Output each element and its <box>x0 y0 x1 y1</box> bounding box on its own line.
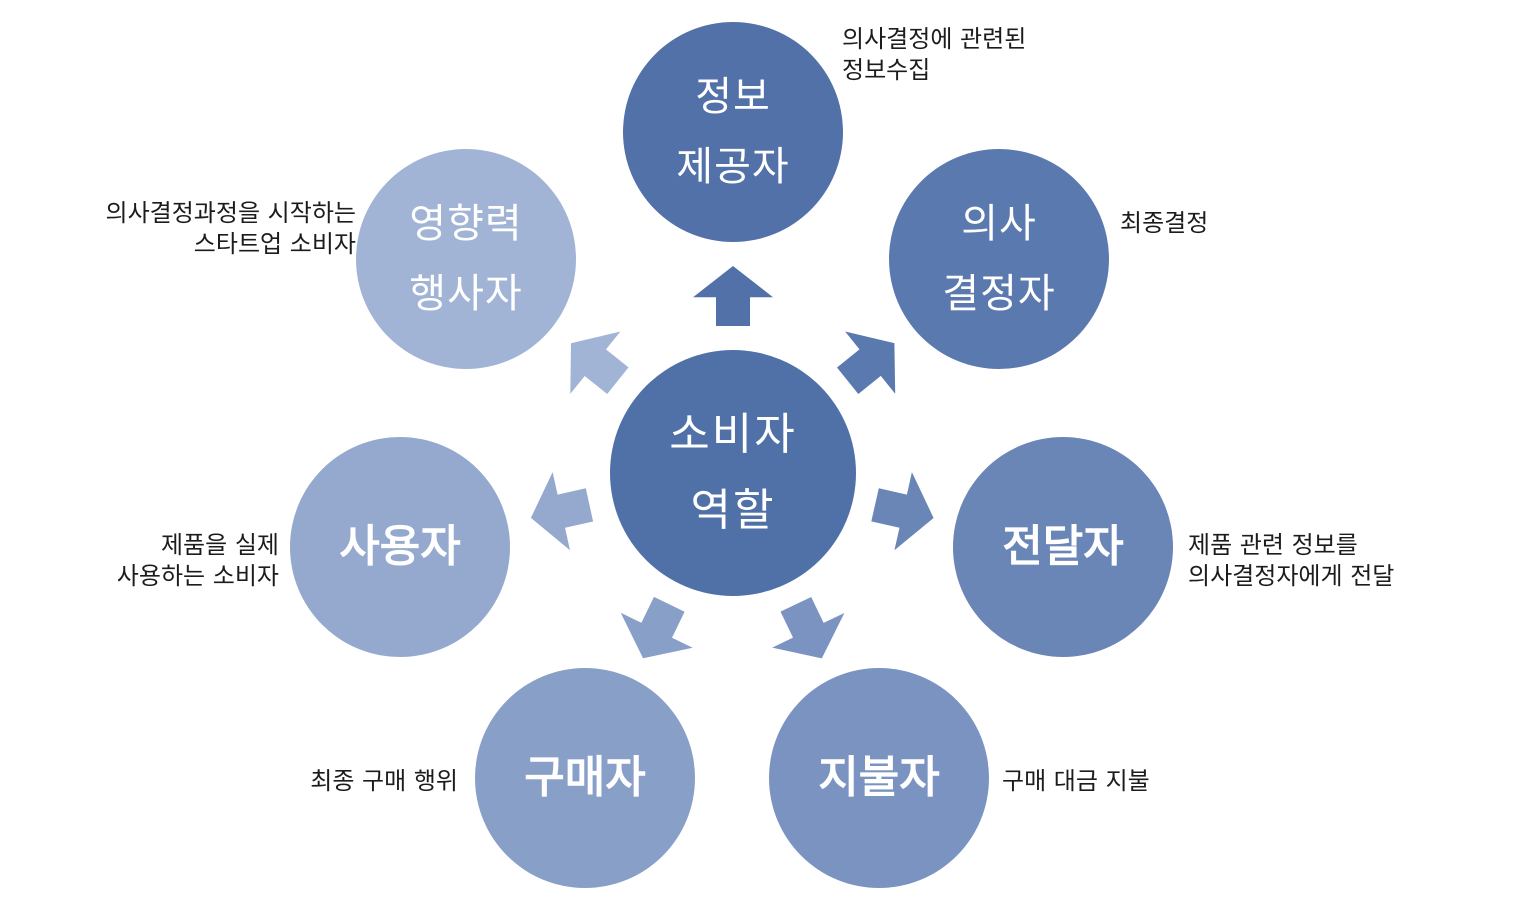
role-description-line: 스타트업 소비자 <box>193 230 356 258</box>
arrow-to-information-provider <box>693 266 773 326</box>
role-circle-decision-maker <box>889 149 1109 369</box>
arrow-to-payer <box>772 597 845 659</box>
role-label-payer-line: 지불자 <box>818 752 940 803</box>
arrow-to-transmitter <box>871 472 934 551</box>
center-label-line: 소비자 <box>669 409 797 460</box>
role-description-line: 의사결정에 관련된 <box>842 25 1027 53</box>
role-circle-transmitter <box>953 437 1173 657</box>
role-label-influencer-line: 행사자 <box>409 271 523 317</box>
role-description-line: 최종 구매 행위 <box>310 767 458 795</box>
role-description-line: 의사결정과정을 시작하는 <box>105 199 356 227</box>
role-label-transmitter-line: 전달자 <box>1002 521 1124 572</box>
role-description-decision-maker: 최종결정 <box>1120 208 1208 239</box>
role-description-line: 사용하는 소비자 <box>116 562 279 590</box>
role-label-user: 사용자 <box>290 437 510 657</box>
role-description-line: 제품을 실제 <box>160 531 279 559</box>
center-circle <box>610 350 856 596</box>
role-description-line: 최종결정 <box>1120 209 1209 237</box>
role-circle-user <box>290 437 510 657</box>
arrow-to-buyer <box>620 596 693 659</box>
role-description-line: 구매 대금 지불 <box>1002 767 1150 795</box>
role-description-line: 제품 관련 정보를 <box>1188 531 1358 559</box>
role-description-line: 의사결정자에게 전달 <box>1188 562 1395 590</box>
arrow-to-influencer <box>570 331 629 394</box>
role-circle-influencer <box>356 149 576 369</box>
role-label-user-line: 사용자 <box>339 521 461 572</box>
role-circle-payer <box>769 668 989 888</box>
role-label-influencer-line: 영향력 <box>409 201 523 247</box>
role-label-buyer-line: 구매자 <box>524 752 646 803</box>
role-circle-buyer <box>475 668 695 888</box>
role-description-buyer: 최종 구매 행위 <box>310 766 458 797</box>
center-label-line: 역할 <box>690 485 776 536</box>
role-label-transmitter: 전달자 <box>953 437 1173 657</box>
role-label-information-provider-line: 제공자 <box>676 144 790 190</box>
role-description-line: 정보수집 <box>842 56 931 84</box>
arrow-to-decision-maker <box>837 331 896 394</box>
arrow-to-user <box>530 472 594 551</box>
role-circle-information-provider <box>623 22 843 242</box>
role-label-buyer: 구매자 <box>475 668 695 888</box>
role-label-information-provider-line: 정보 <box>695 74 771 120</box>
role-label-decision-maker-line: 의사 <box>961 201 1037 247</box>
role-label-payer: 지불자 <box>769 668 989 888</box>
role-label-decision-maker-line: 결정자 <box>942 271 1056 317</box>
role-description-payer: 구매 대금 지불 <box>1002 766 1150 797</box>
